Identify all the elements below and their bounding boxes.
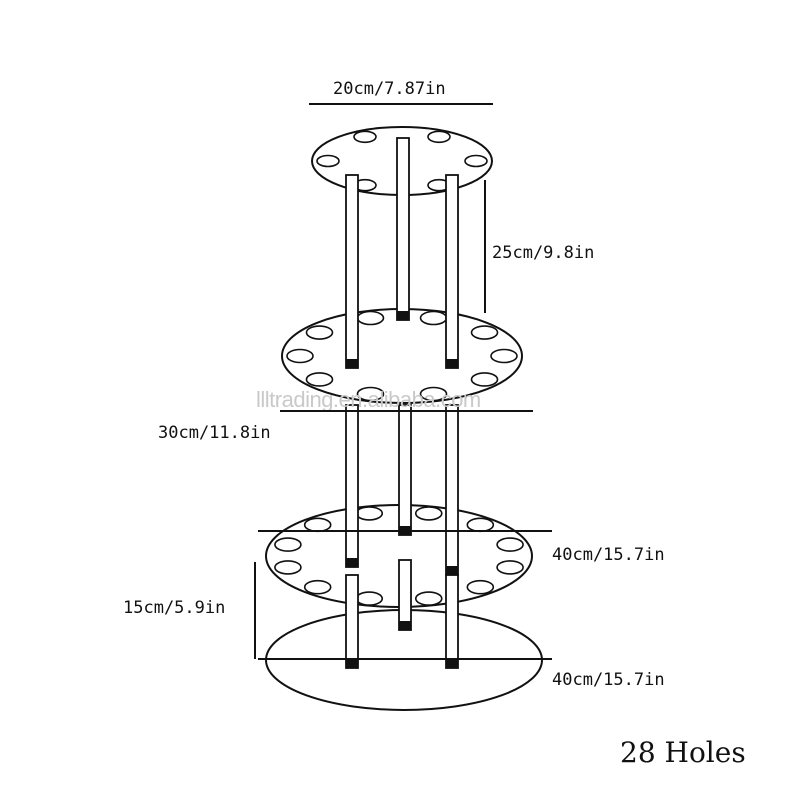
hole [419,310,448,326]
hole [496,537,524,552]
rod-segment [345,174,359,369]
hole [419,386,448,402]
hole [466,579,495,595]
rod-cap [397,311,409,320]
hole [353,130,377,144]
support-rods [345,137,459,669]
hole [305,372,334,387]
hole [470,372,499,387]
rod-cap [346,359,358,368]
hole [305,325,334,340]
rod-cap [346,659,358,668]
hole [274,537,302,552]
lower-diameter-label: 40cm/15.7in [552,545,665,565]
rod-segment [445,174,459,369]
hole [355,506,384,521]
hole [274,560,302,575]
hole [356,310,385,326]
tier-2-plate [281,308,523,404]
rod-cap [446,359,458,368]
hole [496,560,524,575]
lower-spacing-label: 15cm/5.9in [123,598,225,618]
rod-segment [445,574,459,669]
top-spacing-label: 25cm/9.8in [492,243,594,263]
middle-diameter-label: 30cm/11.8in [158,423,271,443]
hole [356,386,385,402]
rod-segment [345,574,359,669]
rod-segment [345,404,359,568]
hole [414,591,443,606]
top-diameter-label: 20cm/7.87in [333,79,446,99]
base-diameter-label: 40cm/15.7in [552,670,665,690]
tier-2-holes [286,310,518,402]
rod-cap [399,621,411,630]
hole [414,506,443,521]
tier-3-plate [265,504,533,608]
rod-cap [446,566,458,575]
hole [466,517,495,533]
hole [490,348,518,364]
hole [286,348,314,364]
watermark: llltrading.en.alibaba.com [256,387,481,412]
holes-count-label: 28 Holes [620,736,746,769]
hole [470,325,499,340]
hole [303,517,332,533]
rod-cap [446,659,458,668]
tier-1-holes [316,130,488,192]
rod-segment [398,404,412,536]
rod-segment [398,559,412,631]
hole [355,591,384,606]
rod-segment [396,137,410,321]
hole [303,579,332,595]
hole [427,130,451,144]
hole [464,154,488,168]
hole [316,154,340,168]
rod-cap [346,558,358,567]
rod-segment [445,404,459,576]
tier-3-holes [274,506,524,606]
